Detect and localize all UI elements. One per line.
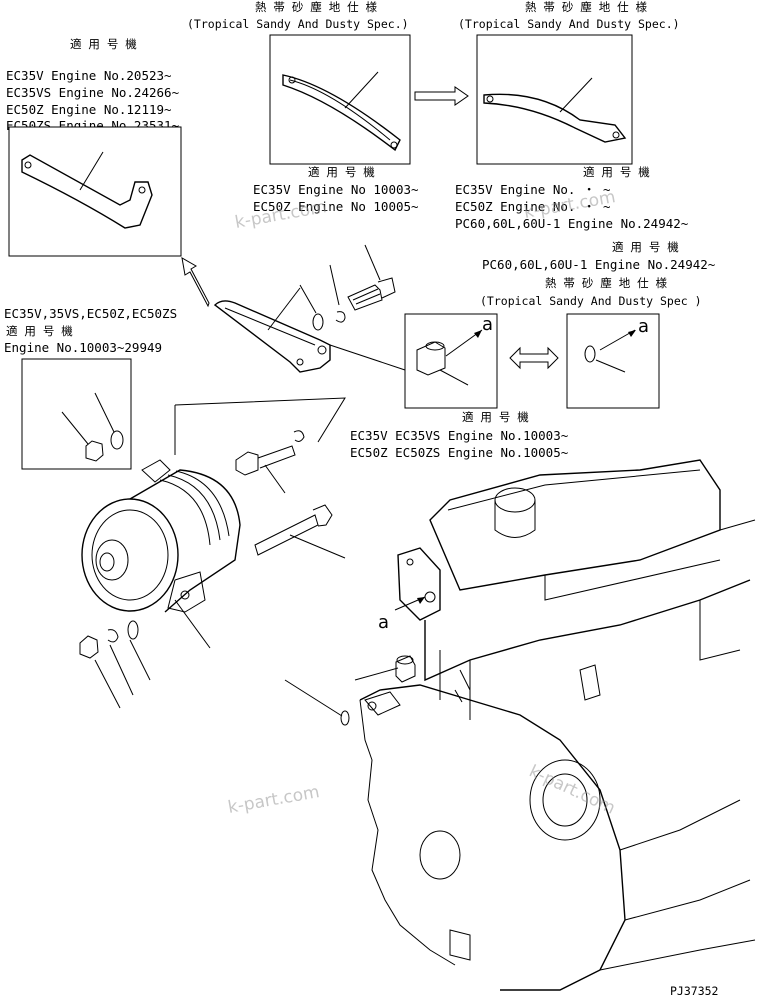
nut-lower [79,635,99,659]
right2-title: 適 用 号 機 [612,240,679,254]
right2-line: PC60,60L,60U-1 Engine No.24942~ [482,257,715,272]
mid-block-line-1: EC35V Engine No 10003~ [253,182,419,197]
callout-a-2: a [638,316,649,337]
right2-jp: 熱 帯 砂 塵 地 仕 様 [545,276,668,290]
washer-lower [127,620,139,640]
callout-a-1: a [482,314,493,335]
spring-washer-lower [107,629,119,643]
double-arrow-icon [509,346,559,370]
top-right-en-label: (Tropical Sandy And Dusty Spec.) [458,17,680,31]
right-block-title: 適 用 号 機 [583,165,650,179]
spring-washer-mid [293,430,305,442]
right2-en: (Tropical Sandy And Dusty Spec ) [480,294,702,308]
engine-block [284,459,756,991]
left-block-line-1: EC35V Engine No.20523~ [6,68,172,83]
top-right-jp-label: 熱 帯 砂 塵 地 仕 様 [525,0,648,14]
spring-washer-upper [335,311,346,323]
washer-upper [312,313,324,331]
top-left-jp-label: 熱 帯 砂 塵 地 仕 様 [255,0,378,14]
mid-block-title: 適 用 号 機 [308,165,375,179]
left-block-line-2: EC35VS Engine No.24266~ [6,85,179,100]
alternator [81,459,241,649]
right-block-line-1: EC35V Engine No. ・ ~ [455,182,611,197]
long-bolt [254,504,346,559]
drawing-number: PJ37352 [670,984,718,998]
center-line-1: EC35V EC35VS Engine No.10003~ [350,428,568,443]
arrow-up-icon [181,257,210,308]
callout-a-3: a [378,612,389,633]
left-block-line-3: EC50Z Engine No.12119~ [6,102,172,117]
mid-block-line-2: EC50Z Engine No 10005~ [253,199,419,214]
spacer-box [404,313,498,409]
watermark-4: k-part.com [226,782,321,818]
right-block-line-2: EC50Z Engine No. ・ ~ [455,199,611,214]
stay-box-left [8,126,182,257]
left2-line-3: Engine No.10003~29949 [4,340,162,355]
stay-box-standard [269,34,411,165]
left-block-title: 適 用 号 機 [70,37,137,51]
alternator-stay [213,287,331,373]
top-left-en-label: (Tropical Sandy And Dusty Spec.) [187,17,409,31]
stay-box-tropical [476,34,633,165]
washer-box [566,313,660,409]
left2-line-1: EC35V,35VS,EC50Z,EC50ZS [4,306,177,321]
left2-line-2: 適 用 号 機 [6,324,73,338]
arrow-right-icon [414,86,469,106]
bolt-middle [235,445,296,494]
bolt-upper [347,244,396,311]
right-block-line-3: PC60,60L,60U-1 Engine No.24942~ [455,216,688,231]
center-title: 適 用 号 機 [462,410,529,424]
nut-washer-box [21,358,132,470]
center-line-2: EC50Z EC50ZS Engine No.10005~ [350,445,568,460]
watermark-3: k-part.com [526,761,618,818]
